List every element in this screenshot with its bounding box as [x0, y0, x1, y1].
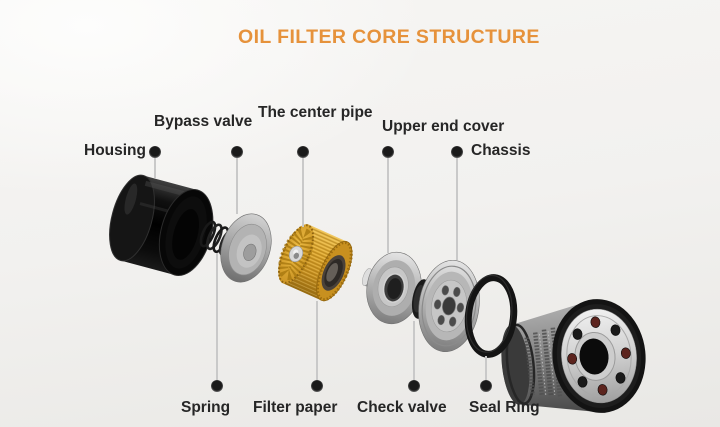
upper-end-cover-part	[366, 251, 422, 325]
leader-line	[387, 157, 389, 253]
callout-dot	[382, 146, 394, 158]
leader-line	[236, 157, 238, 214]
filter-bolt-holes	[567, 316, 631, 396]
leader-line	[316, 301, 318, 380]
leader-line	[154, 157, 156, 178]
chassis-part	[418, 259, 480, 353]
callout-dot	[451, 146, 463, 158]
seal-ring-part	[464, 274, 518, 358]
page-title: OIL FILTER CORE STRUCTURE	[238, 26, 540, 48]
leader-line	[302, 157, 304, 227]
filter-paper-part	[277, 224, 353, 302]
bypass-valve-part	[220, 213, 272, 283]
label-center-pipe: The center pipe	[258, 104, 373, 121]
label-seal-ring: Seal Ring	[469, 399, 540, 416]
label-upper-end-cover: Upper end cover	[382, 118, 505, 135]
callout-dot	[231, 146, 243, 158]
label-filter-paper: Filter paper	[253, 399, 338, 416]
label-bypass-valve: Bypass valve	[154, 113, 253, 130]
callout-dot	[297, 146, 309, 158]
leader-line	[216, 253, 218, 380]
assembled-oil-filter	[501, 299, 646, 413]
filter-center-hole	[579, 338, 609, 375]
label-housing: Housing	[84, 142, 146, 159]
callout-dot	[149, 146, 161, 158]
callout-dot	[311, 380, 323, 392]
leader-line	[456, 157, 458, 260]
label-check-valve: Check valve	[357, 399, 447, 416]
leader-line	[485, 356, 487, 380]
callout-dot	[211, 380, 223, 392]
leader-line	[413, 321, 415, 380]
housing-part	[109, 174, 214, 276]
label-spring: Spring	[181, 399, 231, 416]
label-chassis: Chassis	[471, 142, 531, 159]
callout-dot	[480, 380, 492, 392]
callout-dot	[408, 380, 420, 392]
